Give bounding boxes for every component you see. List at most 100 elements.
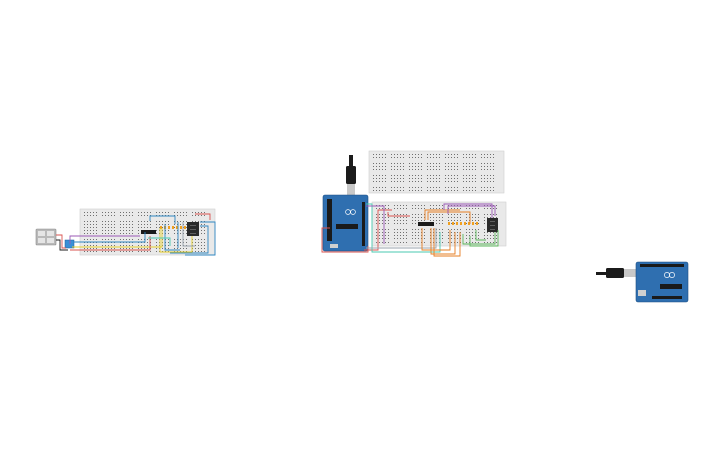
breadboard-hole xyxy=(382,163,383,164)
arduino-uno-c[interactable] xyxy=(635,261,689,303)
led[interactable] xyxy=(476,222,478,225)
breadboard-hole xyxy=(165,215,166,216)
breadboard-hole xyxy=(424,214,425,215)
ic-chip[interactable] xyxy=(418,222,434,226)
circuit-c[interactable] xyxy=(596,261,689,303)
breadboard-hole xyxy=(382,238,383,239)
breadboard-hole xyxy=(102,248,103,249)
led[interactable] xyxy=(456,222,458,225)
breadboard-hole xyxy=(373,187,374,188)
led[interactable] xyxy=(172,226,174,229)
led[interactable] xyxy=(448,222,450,225)
breadboard-hole xyxy=(430,175,431,176)
breadboard-hole xyxy=(433,175,434,176)
breadboard-hole xyxy=(493,242,494,243)
breadboard-hole xyxy=(120,224,121,225)
breadboard-hole xyxy=(165,230,166,231)
breadboard-hole xyxy=(394,214,395,215)
breadboard-hole xyxy=(147,221,148,222)
breadboard-hole xyxy=(385,220,386,221)
breadboard-hole xyxy=(484,154,485,155)
wires-a[interactable] xyxy=(56,213,216,256)
breadboard-hole xyxy=(162,251,163,252)
usb-cable[interactable] xyxy=(596,268,636,278)
breadboard-hole xyxy=(478,214,479,215)
breadboard-hole xyxy=(484,190,485,191)
battery-pack[interactable] xyxy=(35,228,57,246)
breadboard-hole xyxy=(457,175,458,176)
breadboard-hole xyxy=(475,223,476,224)
breadboard-hole xyxy=(382,169,383,170)
breadboard-hole xyxy=(436,190,437,191)
breadboard-hole xyxy=(478,232,479,233)
led[interactable] xyxy=(176,226,178,229)
breadboard-hole xyxy=(454,178,455,179)
led[interactable] xyxy=(468,222,470,225)
led[interactable] xyxy=(452,222,454,225)
breadboard-hole xyxy=(382,214,383,215)
breadboard-hole xyxy=(195,248,196,249)
breadboard-hole xyxy=(415,232,416,233)
breadboard-hole xyxy=(439,229,440,230)
breadboard-hole xyxy=(421,190,422,191)
circuit-b[interactable] xyxy=(321,150,507,257)
circuit-a[interactable] xyxy=(35,208,216,256)
led[interactable] xyxy=(464,222,466,225)
led[interactable] xyxy=(160,226,162,229)
breadboard-hole xyxy=(120,227,121,228)
breadboard-hole xyxy=(451,238,452,239)
breadboard-hole xyxy=(379,157,380,158)
breadboard-hole xyxy=(469,157,470,158)
breadboard-hole xyxy=(478,208,479,209)
breadboard-hole xyxy=(123,227,124,228)
breadboard-hole xyxy=(159,239,160,240)
breadboard-hole xyxy=(105,233,106,234)
breadboard-hole xyxy=(174,215,175,216)
breadboard-hole xyxy=(433,205,434,206)
breadboard-hole xyxy=(84,224,85,225)
breadboard-hole xyxy=(114,221,115,222)
breadboard-hole xyxy=(439,217,440,218)
breadboard-hole xyxy=(376,190,377,191)
breadboard-hole xyxy=(448,175,449,176)
breadboard-hole xyxy=(195,239,196,240)
breadboard-hole xyxy=(376,169,377,170)
breadboard-hole xyxy=(183,230,184,231)
breadboard-hole xyxy=(448,157,449,158)
arduino-uno-b[interactable] xyxy=(322,194,369,252)
led[interactable] xyxy=(472,222,474,225)
breadboard-hole xyxy=(400,181,401,182)
breadboard-hole xyxy=(376,208,377,209)
breadboard-lower[interactable] xyxy=(371,201,507,247)
breadboard-hole xyxy=(460,217,461,218)
usb-cable[interactable] xyxy=(346,155,356,195)
breadboard-hole xyxy=(403,169,404,170)
wires-b[interactable] xyxy=(321,203,499,257)
ic-chip[interactable] xyxy=(141,230,156,234)
led[interactable] xyxy=(184,226,186,229)
breadboard-hole xyxy=(457,232,458,233)
breadboard-hole xyxy=(418,181,419,182)
breadboard-upper[interactable] xyxy=(368,150,505,194)
seven-segment-display[interactable] xyxy=(487,218,498,232)
breadboard-hole xyxy=(90,230,91,231)
breadboard-hole xyxy=(427,166,428,167)
breadboard-hole xyxy=(156,212,157,213)
seven-segment-display[interactable] xyxy=(187,222,199,236)
breadboard-hole xyxy=(397,166,398,167)
led-row[interactable] xyxy=(448,222,478,225)
breadboard-hole xyxy=(388,242,389,243)
breadboard-hole xyxy=(436,220,437,221)
led[interactable] xyxy=(180,226,182,229)
breadboard-hole xyxy=(472,178,473,179)
breadboard-hole xyxy=(138,212,139,213)
breadboard-hole xyxy=(132,227,133,228)
breadboard-hole xyxy=(472,232,473,233)
breadboard-hole xyxy=(448,163,449,164)
breadboard-hole xyxy=(466,187,467,188)
led[interactable] xyxy=(168,226,170,229)
breadboard-hole xyxy=(469,181,470,182)
dip-switch[interactable] xyxy=(64,239,75,249)
led[interactable] xyxy=(460,222,462,225)
